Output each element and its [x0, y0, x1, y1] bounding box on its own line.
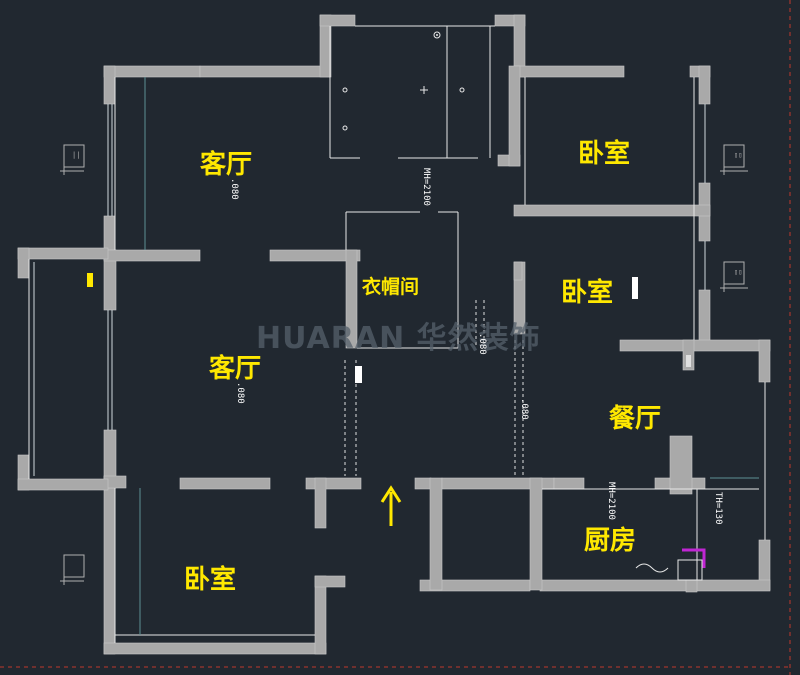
- fixtures: [342, 31, 706, 581]
- room-label-bedroom-top-right: 卧室: [578, 138, 630, 169]
- marker-balcony: [87, 273, 93, 287]
- room-label-living-top: 客厅: [200, 149, 252, 180]
- room-label-bedroom-mid-right: 卧室: [561, 277, 613, 308]
- room-label-cloakroom: 衣帽间: [362, 275, 419, 298]
- watermark: HUARAN 华然装饰: [256, 321, 541, 356]
- room-label-dining: 餐厅: [609, 404, 661, 434]
- dim-mh-upper: MH=2100: [421, 168, 431, 206]
- room-label-living-main: 客厅: [209, 353, 261, 384]
- walls: [17, 14, 771, 655]
- marker-living: [355, 366, 362, 383]
- dim-mh-kitchen: MH=2100: [606, 482, 616, 520]
- room-label-kitchen: 厨房: [584, 526, 636, 556]
- marker-bedroom: [632, 277, 638, 299]
- dim-hall-a: .080: [519, 398, 529, 420]
- dim-living-top: .080: [229, 178, 239, 200]
- arrow-up-icon: [380, 485, 402, 526]
- svg-text:▯▯: ▯▯: [734, 268, 742, 276]
- dim-hall-b: .080: [477, 333, 487, 355]
- dim-living-main: .080: [235, 382, 245, 404]
- dim-th-kitchen: TH=130: [713, 492, 723, 525]
- window-elevation-icon: || ▯▯ ▯▯: [60, 144, 748, 585]
- svg-text:▯▯: ▯▯: [734, 151, 742, 159]
- svg-text:||: ||: [72, 151, 80, 159]
- inner-lines: [28, 25, 766, 643]
- room-label-bedroom-bottom: 卧室: [184, 564, 236, 595]
